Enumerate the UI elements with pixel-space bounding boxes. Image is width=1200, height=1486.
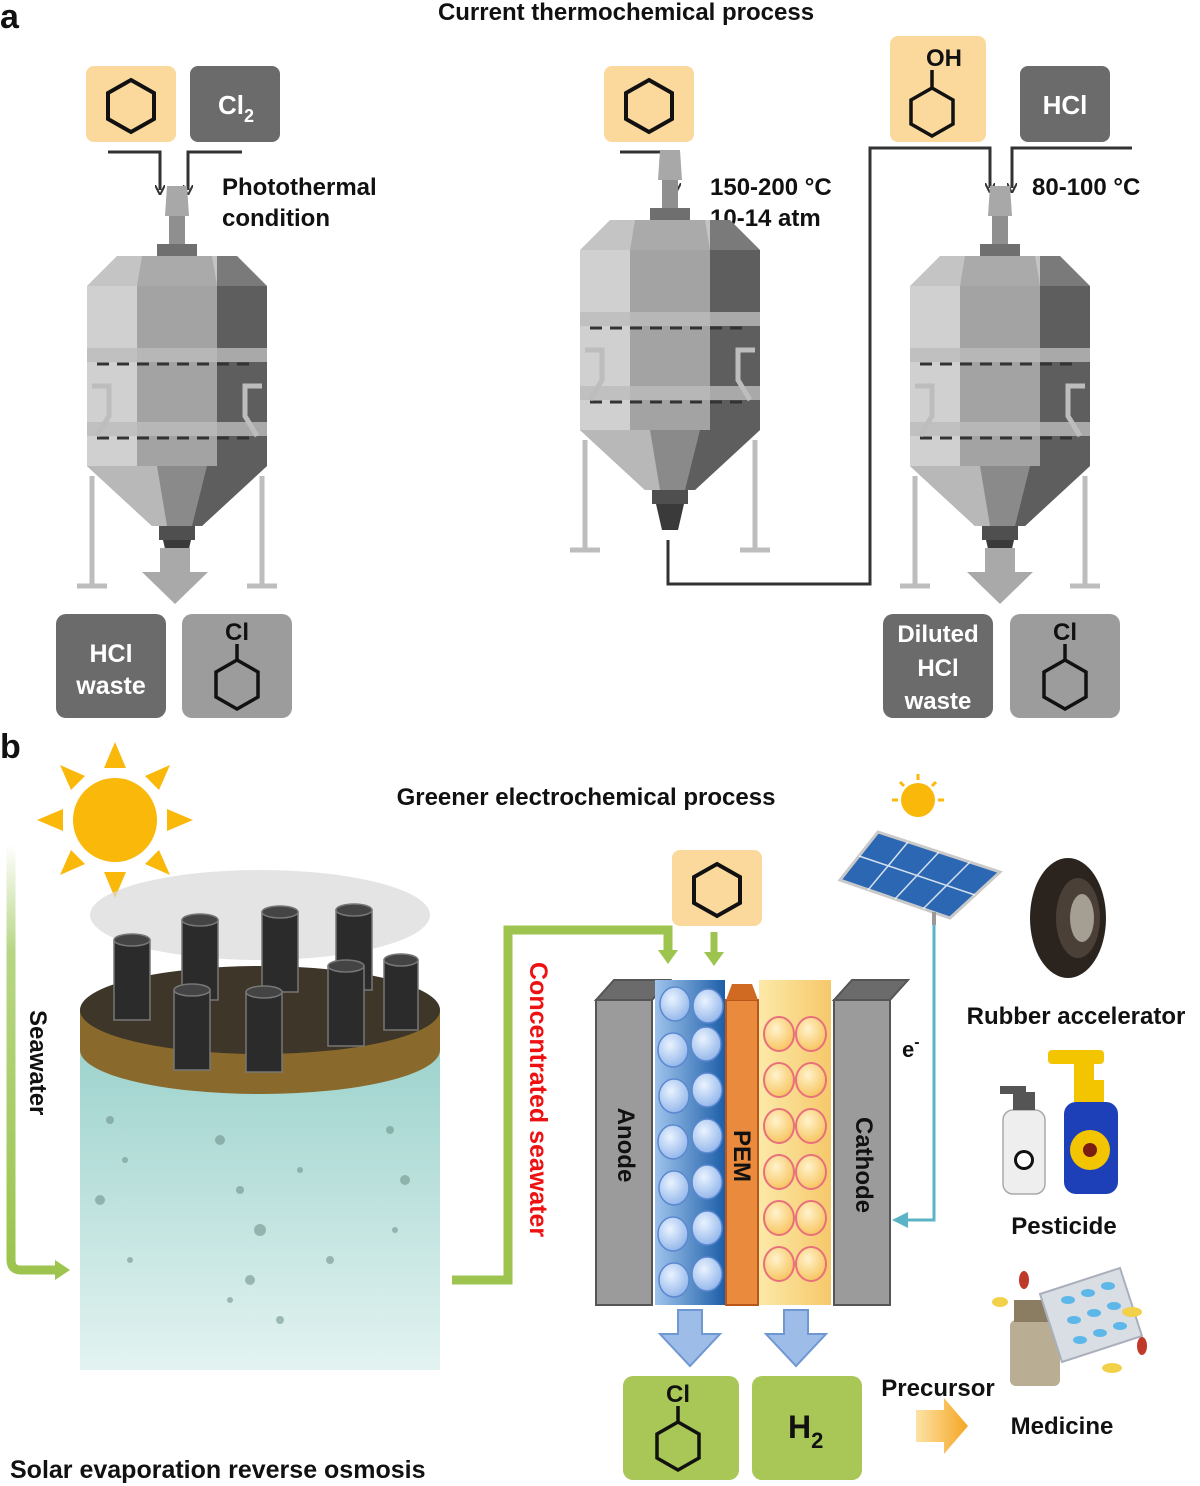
- solar-panel-icon: [837, 774, 1003, 925]
- benzene-box-electrochem: [672, 850, 762, 926]
- sun-icon: [37, 742, 193, 898]
- electron-label: e-: [902, 1034, 920, 1062]
- electron-wire: [908, 925, 936, 1222]
- chlorobenzene-icon: [1042, 657, 1088, 712]
- precursor-label: Precursor: [881, 1375, 994, 1402]
- panel-b-letter: b: [0, 728, 21, 766]
- cathode-label: Cathode: [850, 1117, 877, 1213]
- right-reactor-group: OH HCl 80-100 °C Diluted HCl waste Cl: [883, 36, 1140, 718]
- pem-membrane: [725, 999, 759, 1306]
- concentrated-seawater-label: Concentrated seawater: [524, 962, 552, 1237]
- hcl-reagent-box: [1020, 66, 1110, 142]
- left-condition-line2: condition: [222, 205, 330, 232]
- benzene-icon: [624, 77, 674, 135]
- chlorobenzene-cl-label: Cl: [225, 619, 249, 646]
- hcl-waste-line1: HCl: [89, 640, 132, 668]
- feed-arrow-benzene: [108, 150, 160, 190]
- left-condition-line1: Photothermal: [222, 174, 377, 201]
- cathode-plate: [833, 999, 891, 1306]
- diluted-hcl-waste-box: [883, 614, 993, 718]
- hcl-waste-line2: waste: [75, 672, 146, 700]
- panel-a: a Current thermochemical process Cl2 Pho…: [0, 0, 1140, 718]
- panel-a-letter: a: [0, 0, 20, 36]
- diluted-waste-line2: HCl: [917, 655, 958, 682]
- anode-output-arrow: [657, 1309, 723, 1368]
- benzene-box-left: [86, 66, 176, 142]
- panel-b: b Greener electrochemical process Seawat…: [0, 728, 1185, 1484]
- left-reactor-group: Cl2 Photothermal condition HCl waste Cl: [56, 66, 377, 718]
- cl2-label: Cl2: [218, 90, 254, 126]
- transfer-pipe: [666, 146, 990, 586]
- middle-reactor-group: 150-200 °C 10-14 atm: [570, 66, 990, 586]
- membrane-tubes: [113, 903, 419, 1073]
- feed-arrow-cl2: [188, 150, 242, 190]
- ro-water-particles: [95, 1116, 410, 1324]
- tire-icon: [1030, 858, 1106, 978]
- cyclohexanol-icon: [909, 85, 955, 139]
- oh-label: OH: [926, 45, 962, 72]
- anode-bubbles: [657, 986, 724, 1298]
- seawater-label: Seawater: [24, 1010, 51, 1115]
- cathode-bubbles: [763, 1016, 827, 1282]
- cyclohexanol-box: [890, 36, 986, 142]
- cathode-output-arrow: [763, 1309, 829, 1368]
- ro-module: [80, 870, 440, 1370]
- electrolyzer: Anode PEM: [593, 979, 911, 1306]
- spray-bottle-icon: [1000, 1050, 1118, 1195]
- use-medicine: Medicine: [1011, 1413, 1114, 1440]
- output-arrow-right: [967, 548, 1033, 604]
- benzene-icon: [692, 861, 742, 919]
- benzene-icon: [106, 77, 156, 135]
- chlorobenzene-box-right: [1010, 614, 1120, 718]
- anode-label: Anode: [612, 1108, 639, 1183]
- output-arrow-left: [142, 548, 208, 604]
- product-cl-label: Cl: [666, 1381, 690, 1408]
- benzene-box-middle: [604, 66, 694, 142]
- ro-label: Solar evaporation reverse osmosis: [10, 1456, 425, 1484]
- chlorobenzene-icon: [655, 1419, 701, 1473]
- hcl-waste-box: [56, 614, 166, 718]
- panel-a-title: Current thermochemical process: [438, 0, 814, 26]
- cl2-box: [190, 66, 280, 142]
- concentrated-seawater-arrow: [452, 925, 673, 1285]
- use-pesticide: Pesticide: [1011, 1213, 1116, 1240]
- middle-condition-line1: 150-200 °C: [710, 174, 832, 201]
- precursor-arrow: [916, 1398, 968, 1454]
- chlorobenzene-product-box: [623, 1376, 739, 1480]
- diluted-waste-line3: waste: [904, 688, 972, 715]
- use-rubber-accelerator: Rubber accelerator: [967, 1003, 1186, 1030]
- feed-arrow-hcl: [1012, 146, 1132, 188]
- chlorobenzene-box-left: [182, 614, 292, 718]
- right-condition: 80-100 °C: [1032, 174, 1140, 201]
- ro-water-column: [80, 1040, 440, 1370]
- seawater-arrow: [6, 845, 55, 1275]
- pem-label: PEM: [728, 1130, 755, 1182]
- reactor-vessel-left: [77, 186, 277, 586]
- hcl-reagent-label: HCl: [1043, 90, 1088, 120]
- h2-product-box: [752, 1376, 862, 1480]
- anode-plate: [595, 999, 653, 1306]
- panel-b-title: Greener electrochemical process: [397, 784, 776, 811]
- chlorobenzene-icon: [214, 657, 260, 712]
- h2-label: H2: [788, 1409, 823, 1453]
- medicine-icon: [992, 1266, 1147, 1386]
- chlorobenzene-cl-label: Cl: [1053, 619, 1077, 646]
- diluted-waste-line1: Diluted: [897, 621, 978, 648]
- reactor-vessel-right: [900, 186, 1100, 586]
